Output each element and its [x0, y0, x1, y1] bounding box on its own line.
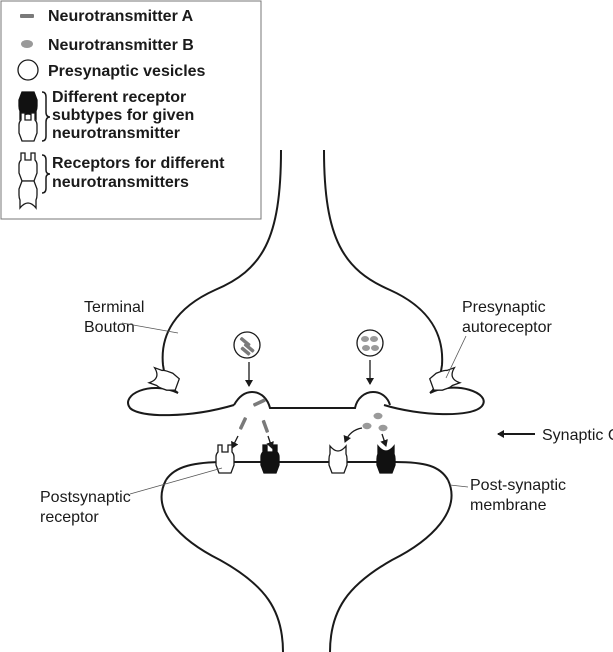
label-postsynaptic: Postsynaptic: [40, 489, 131, 506]
postsynaptic-left-edge: [160, 479, 284, 652]
vesicle-a-transmitter-2: [243, 343, 255, 353]
legend-receptors-different-line-2: neurotransmitters: [52, 174, 189, 191]
released-a-arrow-right: [266, 435, 274, 449]
label-synaptic-cleft: Synaptic Cleft: [542, 427, 613, 444]
vesicle-b: [356, 329, 384, 357]
legend-presynaptic-vesicles: Presynaptic vesicles: [48, 63, 206, 80]
label-post-synaptic: Post-synaptic: [470, 477, 566, 494]
postsynaptic-receptor-open-b: [328, 445, 348, 474]
left-collateral-loop: [127, 387, 235, 417]
legend: Neurotransmitter A Neurotransmitter B Pr…: [0, 0, 262, 220]
legend-box: [0, 0, 262, 220]
vesicle-b-transmitter-2: [370, 336, 378, 342]
autoreceptor-leader: [445, 335, 467, 379]
vesicle-a-transmitter-3: [240, 346, 251, 356]
released-b-arrow-right: [380, 433, 388, 447]
postsynaptic-receptor-filled-a: [260, 444, 280, 474]
released-b-3: [378, 424, 388, 432]
annotations: Terminal Bouton Presynaptic autoreceptor…: [40, 299, 613, 526]
label-membrane: membrane: [470, 497, 547, 514]
legend-brace-1: [41, 91, 51, 142]
released-b-arrow-left: [343, 427, 363, 443]
legend-neurotransmitter-b: Neurotransmitter B: [48, 37, 194, 54]
label-bouton: Bouton: [84, 319, 135, 336]
presynaptic-terminal: [127, 149, 485, 449]
released-b-1: [373, 412, 383, 420]
released-a-3: [261, 419, 269, 433]
postsynaptic-neuron: [160, 444, 453, 652]
vesicle-b-transmitter-4: [371, 345, 379, 351]
legend-receptor-subtypes-line-1: Different receptor: [52, 89, 186, 106]
vesicle-b-transmitter-1: [361, 336, 369, 342]
legend-brace-2: [41, 154, 51, 194]
label-receptor: receptor: [40, 509, 99, 526]
legend-receptors-different-line-1: Receptors for different: [52, 155, 225, 172]
label-presynaptic: Presynaptic: [462, 299, 546, 316]
legend-receptor-subtypes-line-2: subtypes for given: [52, 107, 194, 124]
vesicle-b-transmitter-3: [362, 345, 370, 351]
presynaptic-membrane: [233, 390, 391, 409]
label-autoreceptor: autoreceptor: [462, 319, 553, 336]
axon-right-edge: [323, 149, 444, 394]
released-a-2: [238, 417, 247, 430]
vesicle-a-transmitter-1: [239, 337, 251, 347]
released-a-1: [253, 398, 266, 407]
vesicle-icon: [17, 59, 39, 81]
released-b-2: [362, 422, 372, 430]
label-terminal: Terminal: [84, 299, 144, 316]
postsynaptic-receptor-leader: [129, 467, 223, 495]
neurotransmitter-a-icon: [20, 14, 34, 18]
postsynaptic-membrane-top: [165, 461, 449, 481]
neurotransmitter-b-icon: [21, 40, 33, 48]
legend-neurotransmitter-a: Neurotransmitter A: [48, 8, 194, 25]
legend-receptor-subtypes-line-3: neurotransmitter: [52, 125, 180, 142]
terminal-bouton-leader: [121, 322, 179, 334]
postsynaptic-right-edge: [329, 479, 453, 652]
postsynaptic-membrane-leader: [449, 484, 469, 488]
right-collateral-loop: [383, 386, 485, 416]
released-a-arrow-left: [231, 435, 239, 449]
right-autoreceptor: [428, 366, 461, 394]
postsynaptic-receptor-filled-b: [376, 445, 396, 474]
